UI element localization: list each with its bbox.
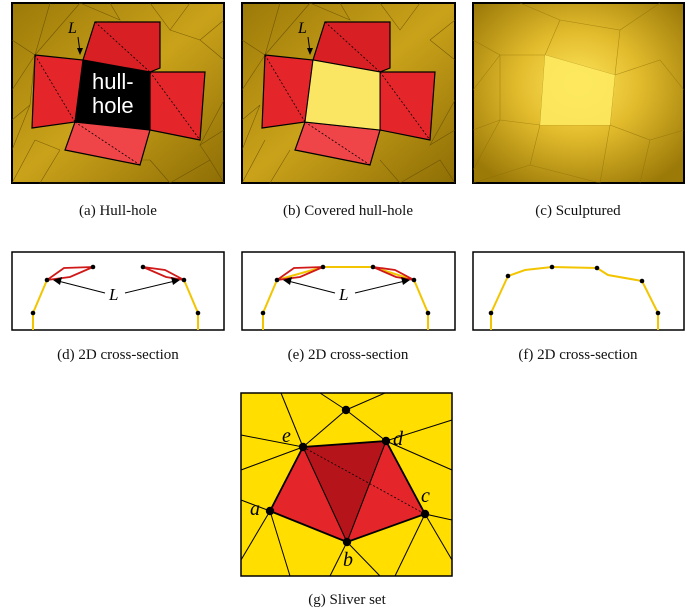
panel-a-lower-left-quad	[31, 54, 84, 129]
panel-a-hole-line2: hole	[92, 93, 134, 118]
sliver-outline	[269, 440, 427, 543]
panel-c-bright-center	[540, 55, 615, 125]
panel-a-hole-line1: hull-	[92, 69, 134, 94]
panel-d-L-label: L	[108, 285, 118, 304]
panel-b-top-quad	[312, 21, 391, 73]
panel-g-vertices	[265, 405, 430, 547]
vertex-label-c: c	[421, 485, 430, 507]
panel-f: (f) 2D cross-section	[472, 251, 685, 363]
panel-g: a b c d e (g) Sliver set	[240, 392, 453, 608]
panel-e-L-label: L	[338, 285, 348, 304]
panel-a: hull- hole L (a) Hull-hole	[11, 2, 225, 219]
vertex-c	[420, 509, 430, 519]
panel-a-L-arrowhead	[77, 48, 83, 55]
vertex-label-e: e	[282, 425, 291, 447]
panel-a-top-quad	[82, 21, 161, 73]
panel-e-arrowhead-left	[283, 277, 292, 285]
vertex-top	[341, 405, 351, 415]
vertex-b	[342, 537, 352, 547]
panel-d-arrowhead-right	[171, 277, 180, 285]
panel-d-arrowhead-left	[53, 277, 62, 285]
panel-f-vertices	[488, 264, 661, 316]
panel-b: L (b) Covered hull-hole	[241, 2, 456, 219]
panel-f-sculpted-curve	[490, 265, 659, 330]
panel-e-caption: (e) 2D cross-section	[288, 347, 409, 363]
vertex-label-a: a	[250, 498, 260, 520]
panel-d-caption: (d) 2D cross-section	[57, 347, 179, 363]
panel-d-arrow-left	[57, 280, 106, 294]
panel-e-frame	[241, 251, 456, 331]
panel-a-L-label: L	[67, 20, 77, 37]
panel-e-arrow-right	[354, 280, 406, 294]
panel-e-cover-curve	[262, 266, 429, 330]
panel-a-right-quad	[149, 71, 206, 141]
panel-e: L (e) 2D cross-section	[241, 251, 456, 363]
panel-b-L-arrowhead	[307, 48, 313, 55]
panel-b-dashed-diagonals	[264, 21, 431, 166]
panel-a-dashed-diagonals	[34, 21, 201, 166]
panel-e-arrow-left	[287, 280, 336, 294]
vertex-label-d: d	[393, 428, 404, 450]
panel-d-vertices	[30, 264, 201, 316]
panel-b-L-label: L	[297, 20, 307, 37]
panel-e-vertices	[260, 264, 431, 316]
vertex-label-b: b	[343, 549, 353, 571]
panel-b-right-quad	[379, 71, 436, 141]
panel-c: (c) Sculptured	[472, 2, 685, 219]
panel-a-caption: (a) Hull-hole	[79, 203, 157, 219]
panel-d: L (d) 2D cross-section	[11, 251, 225, 363]
vertex-e	[298, 442, 308, 452]
vertex-d	[381, 436, 391, 446]
vertex-a	[265, 506, 275, 516]
panel-c-caption: (c) Sculptured	[535, 203, 621, 219]
panel-a-hull-hole	[75, 60, 150, 130]
panel-d-arrow-right	[124, 280, 176, 294]
panel-g-caption: (g) Sliver set	[308, 592, 386, 608]
panel-f-caption: (f) 2D cross-section	[518, 347, 638, 363]
panel-b-cover-patch	[304, 59, 381, 131]
panel-b-caption: (b) Covered hull-hole	[283, 203, 413, 219]
panel-e-arrowhead-right	[401, 277, 410, 285]
sliver-hidden-edge	[302, 446, 426, 515]
panel-f-frame	[472, 251, 685, 331]
